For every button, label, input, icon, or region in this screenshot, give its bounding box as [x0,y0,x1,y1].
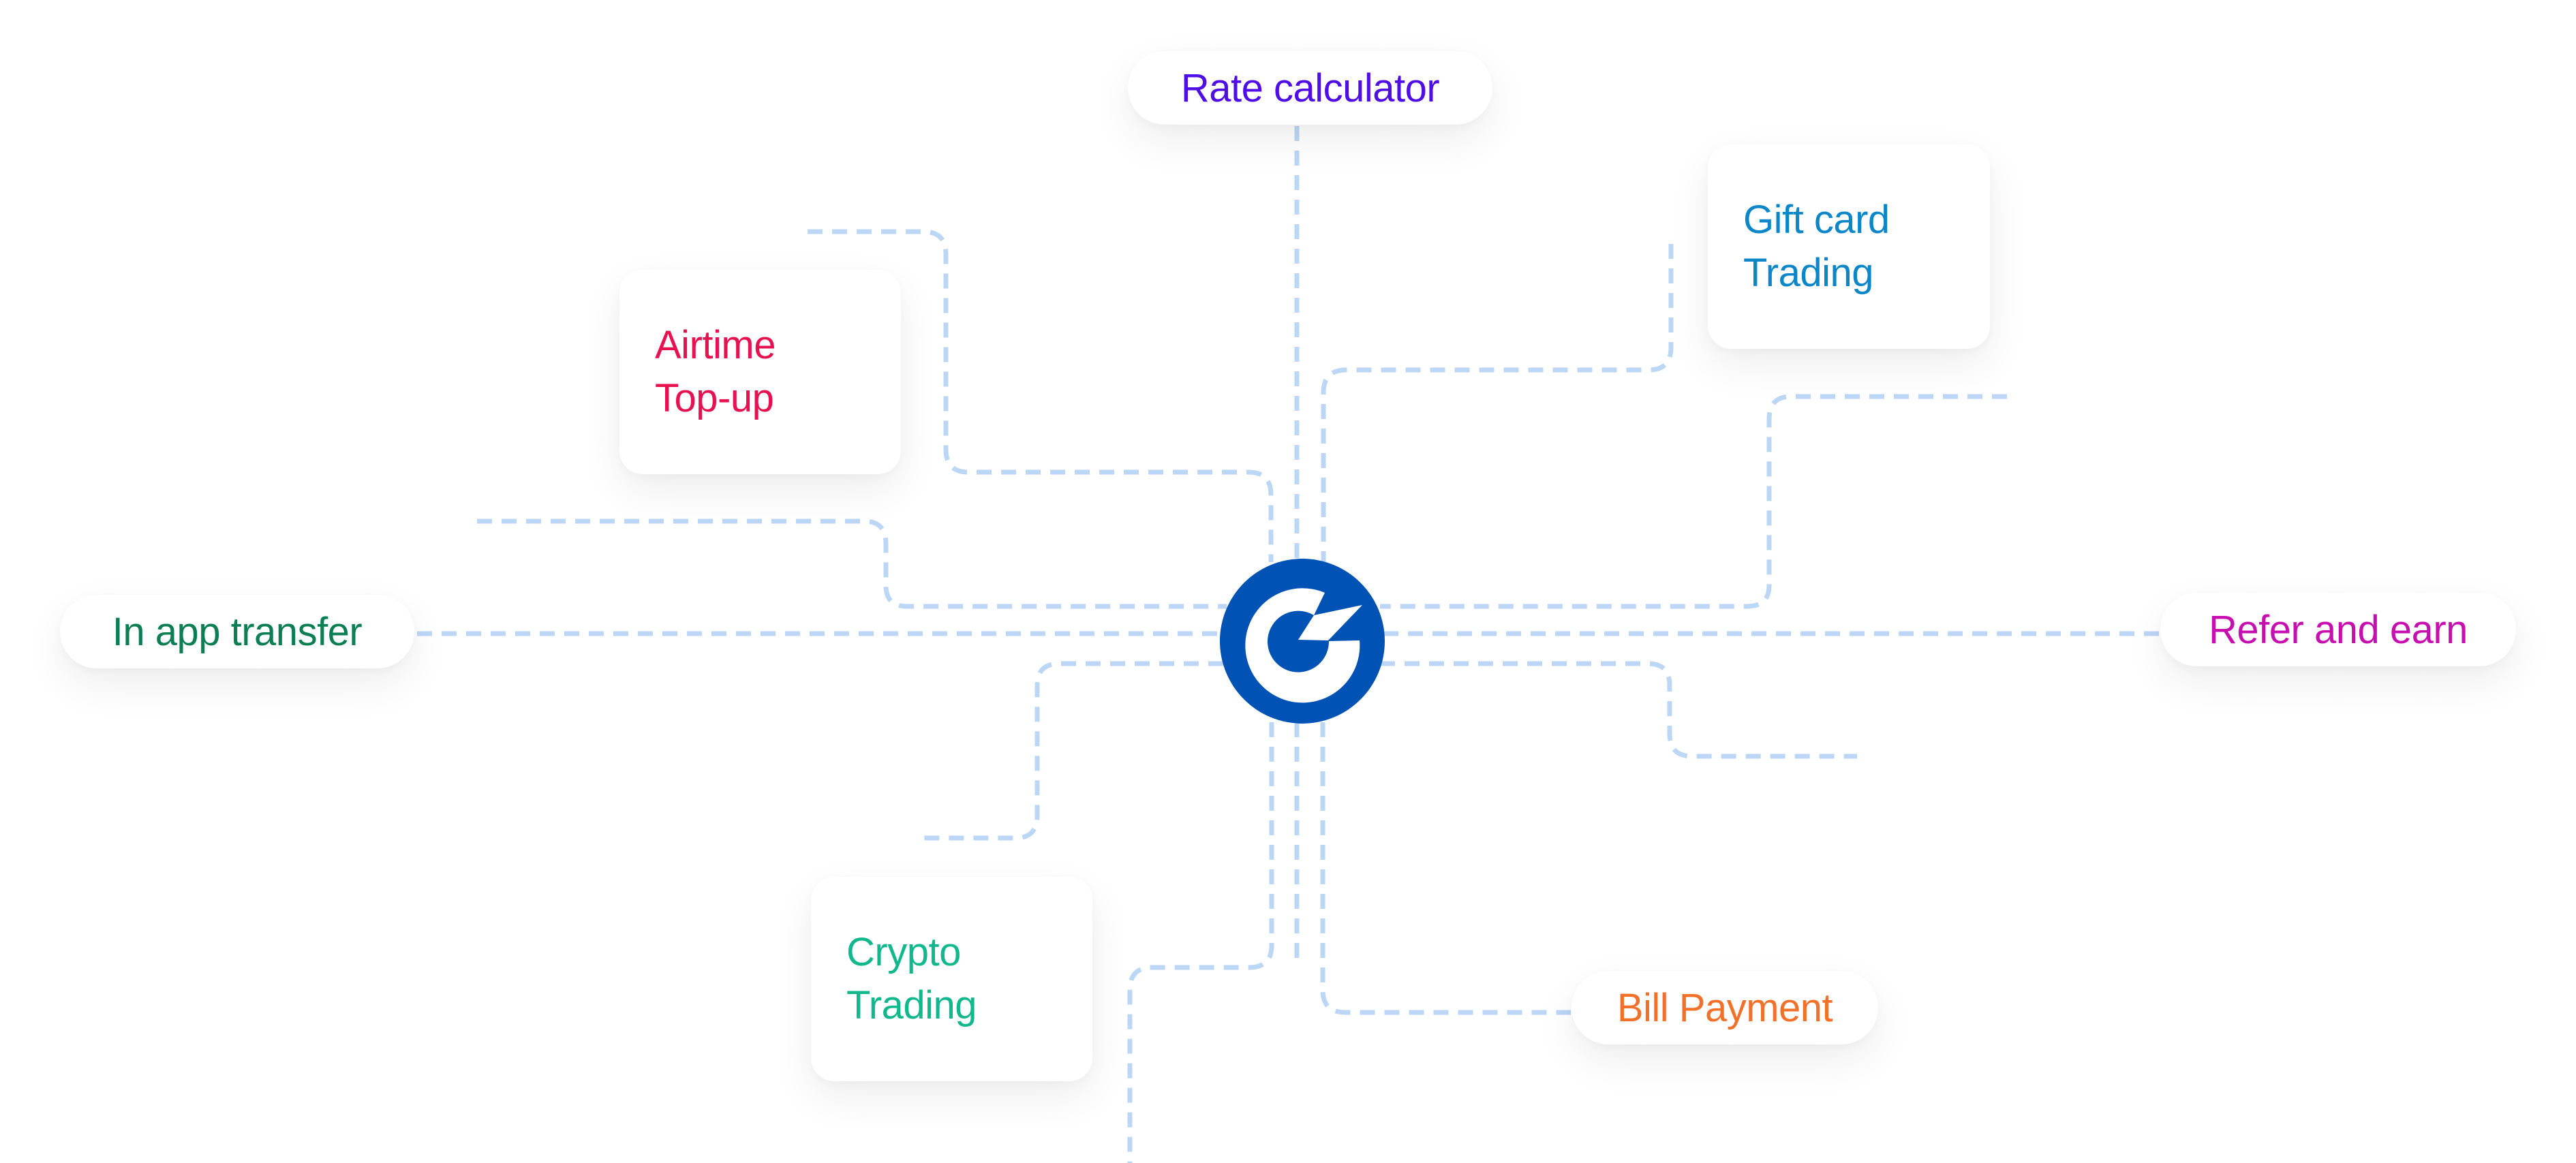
node-bill-payment[interactable]: Bill Payment [1571,971,1878,1044]
logo-g-shape [1245,588,1360,703]
node-refer-and-earn[interactable]: Refer and earn [2160,593,2516,666]
node-label-line: Bill Payment [1616,985,1833,1030]
node-label-line: Refer and earn [2209,607,2468,652]
connector-airtime [808,229,1274,562]
node-in-app-transfer[interactable]: In app transfer [60,595,414,668]
connector-bill-payment [1320,722,1571,1015]
logo-arrow-shape [1298,605,1362,640]
node-airtime-top-up[interactable]: Airtime Top-up [619,270,901,474]
connector-right-lower [1380,661,1857,759]
node-gift-card-trading[interactable]: Gift card Trading [1708,144,1990,349]
node-label-line: Gift card [1743,198,1890,242]
node-label-line: Rate calculator [1180,65,1440,110]
node-label-line: Trading [1743,251,1874,295]
node-label-line: Crypto [846,930,961,974]
g-logo-icon [1220,559,1385,724]
node-rate-calculator[interactable]: Rate calculator [1128,51,1492,125]
connector-gift-card [1321,244,1674,562]
node-crypto-trading[interactable]: Crypto Trading [811,877,1092,1081]
node-label-line: In app transfer [112,609,363,654]
connector-left-upper [477,518,1227,609]
node-label-line: Airtime [655,323,776,367]
connector-left-lower [923,661,1223,841]
connector-right-upper [1380,394,2007,609]
node-label-line: Top-up [655,376,774,420]
connector-crypto [1127,722,1274,1163]
node-label-line: Trading [846,983,977,1027]
